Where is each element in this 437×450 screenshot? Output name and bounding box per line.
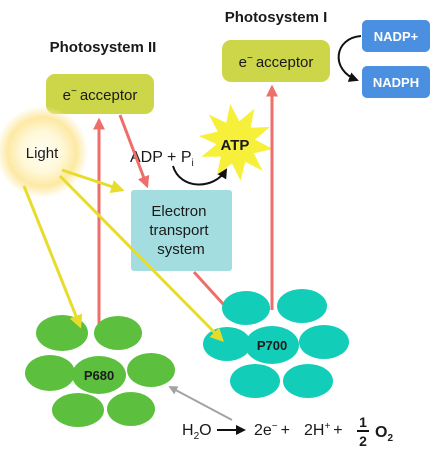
- p700-pigment: [230, 364, 280, 398]
- p680-pigment: [25, 355, 75, 391]
- p700-pigment: [283, 364, 333, 398]
- p700-pigment: [222, 291, 270, 325]
- ps2-electron-acceptor-box: [46, 74, 154, 114]
- photosystem-i-title: Photosystem I: [225, 9, 328, 26]
- p680-pigment: [94, 316, 142, 350]
- p680-pigment: [72, 356, 126, 394]
- nadph-box: [362, 66, 430, 98]
- starburst-icon: [198, 103, 273, 181]
- acceptor-to-ets-arrow: [118, 114, 150, 189]
- p680-pigment: [36, 315, 88, 351]
- oxygen-fraction-numerator: 1: [359, 414, 367, 430]
- p680-label: P680: [84, 368, 114, 383]
- atp-label: ATP: [221, 137, 250, 154]
- nadp-plus-label: NADP+: [374, 29, 419, 44]
- p700-pigment: [277, 289, 327, 323]
- sun-glow-icon: [0, 106, 88, 198]
- light-to-p700-arrow: [58, 174, 224, 342]
- ps1-electron-acceptor-box: [222, 40, 330, 82]
- p700-cluster: [203, 289, 349, 398]
- ps2-electron-acceptor-label: e−acceptor: [63, 86, 138, 104]
- nadph-label: NADPH: [373, 75, 419, 90]
- electron-transport-system-label: Electron transport system: [149, 203, 212, 258]
- light-label: Light: [26, 145, 59, 162]
- light-to-p680-arrow: [22, 185, 83, 329]
- protons-product-label: 2H++: [304, 421, 343, 439]
- oxygen-fraction-denominator: 2: [359, 433, 367, 449]
- sunlight-to-ets-arrow: [61, 168, 125, 193]
- p680-pigment: [127, 353, 175, 387]
- oxygen-product-label: O2: [375, 424, 393, 444]
- p700-pigment: [299, 325, 349, 359]
- p700-pigment: [245, 326, 299, 364]
- ps1-electron-acceptor-label: e−acceptor: [239, 53, 314, 71]
- photosystem-ii-title: Photosystem II: [50, 39, 157, 56]
- p700-label: P700: [257, 338, 287, 353]
- p680-pigment: [52, 393, 104, 427]
- p700-pigment: [203, 327, 251, 361]
- p680-cluster: [25, 315, 175, 427]
- water-to-p680-arrow: [168, 386, 233, 421]
- adp-to-atp-arrow: [172, 165, 228, 186]
- electrons-product-label: 2e−+: [254, 421, 290, 439]
- adp-pi-label: ADP + Pi: [130, 149, 194, 169]
- p680-pigment: [107, 392, 155, 426]
- nadp-reduction-arrow: [337, 35, 362, 82]
- water-label: H2O: [182, 422, 212, 442]
- electron-transport-system-box: [131, 190, 232, 271]
- nadp-plus-box: [362, 20, 430, 52]
